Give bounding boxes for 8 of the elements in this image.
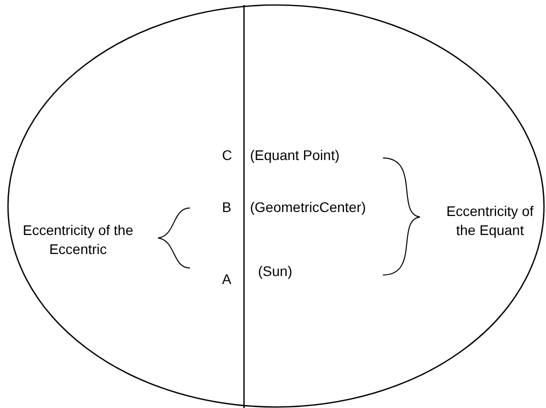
point-description: (GeometricCenter) xyxy=(250,198,366,217)
point-label: A xyxy=(222,270,232,289)
point-description: (Sun) xyxy=(258,262,292,281)
point-label: B xyxy=(222,198,232,217)
brace-label: Eccentricity of the Equant xyxy=(445,202,535,240)
brace-label: Eccentricity of the Eccentric xyxy=(22,221,134,259)
point-label: C xyxy=(222,146,232,165)
point-description: (Equant Point) xyxy=(250,146,340,165)
